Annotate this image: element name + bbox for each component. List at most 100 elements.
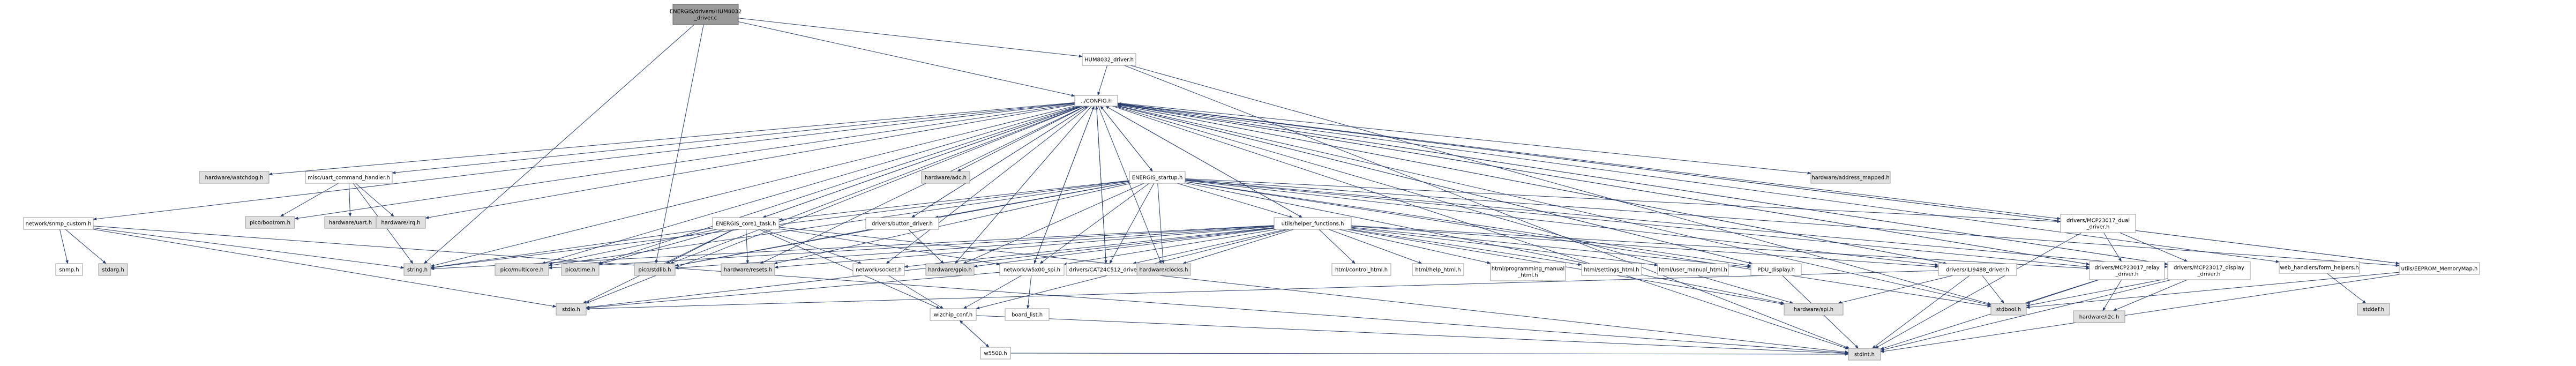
node-w5x00-box xyxy=(999,263,1065,276)
nodes-layer: ENERGIS/drivers/HUM8032_driver.cHUM8032_… xyxy=(23,4,2480,361)
edge-startup-to-stdbool xyxy=(1185,181,1991,308)
node-button[interactable]: drivers/button_driver.h xyxy=(865,217,939,230)
edge-core1-to-resets xyxy=(746,229,749,264)
node-help_html[interactable]: html/help_html.h xyxy=(1412,263,1464,276)
node-string-box xyxy=(403,263,431,276)
node-string[interactable]: string.h xyxy=(403,263,431,276)
node-wizchip-label-0: wizchip_conf.h xyxy=(934,312,972,318)
node-mcp_relay-label-0: drivers/MCP23017_relay xyxy=(2094,265,2159,271)
node-watchdog-box xyxy=(199,171,269,184)
node-watchdog-label-0: hardware/watchdog.h xyxy=(205,175,264,181)
node-stdio[interactable]: stdio.h xyxy=(556,303,587,316)
node-bootrom[interactable]: pico/bootrom.h xyxy=(245,216,295,229)
node-mcp_display[interactable]: drivers/MCP23017_display_driver.h xyxy=(2167,261,2251,280)
node-mcp_dual[interactable]: drivers/MCP23017_dual_driver.h xyxy=(2060,214,2136,233)
edge-config-to-clocks xyxy=(1098,106,1162,264)
edge-core1-to-string xyxy=(430,228,713,269)
node-uart[interactable]: hardware/uart.h xyxy=(324,216,377,229)
node-stdlib[interactable]: pico/stdlib.h xyxy=(634,263,676,276)
node-stdarg[interactable]: stdarg.h xyxy=(98,263,128,276)
node-root-label-0: ENERGIS/drivers/HUM8032 xyxy=(670,9,742,15)
edge-helper-to-ili9488 xyxy=(1351,226,1939,268)
node-settings_html[interactable]: html/settings_html.h xyxy=(1581,263,1642,276)
node-addrmap[interactable]: hardware/address_mapped.h xyxy=(1810,171,1891,184)
edge-config-to-bootrom xyxy=(294,103,1075,220)
node-w5500[interactable]: w5500.h xyxy=(980,347,1011,360)
node-cat24[interactable]: drivers/CAT24C512_driver.h xyxy=(1066,263,1147,276)
node-user_html[interactable]: html/user_manual_html.h xyxy=(1657,263,1729,276)
node-i2c[interactable]: hardware/i2c.h xyxy=(2073,310,2125,323)
node-resets-label-0: hardware/resets.h xyxy=(724,267,773,273)
node-control_html-box xyxy=(1331,263,1391,276)
node-ili9488[interactable]: drivers/ILI9488_driver.h xyxy=(1938,263,2017,276)
node-snmp-box xyxy=(55,263,83,276)
node-addrmap-box xyxy=(1810,171,1891,184)
edge-button-to-config xyxy=(911,106,1088,218)
node-startup[interactable]: ENERGIS_startup.h xyxy=(1129,171,1186,184)
edge-helper-to-prog_html xyxy=(1339,229,1491,264)
node-form_helpers[interactable]: web_handlers/form_helpers.h xyxy=(2279,261,2360,274)
node-w5500-label-0: w5500.h xyxy=(984,351,1007,357)
node-gpio-label-0: hardware/gpio.h xyxy=(928,267,971,273)
node-stdint-box xyxy=(1848,348,1881,361)
edge-startup-to-eeprom_map xyxy=(1185,179,2400,267)
edge-startup-to-clocks xyxy=(1157,183,1165,264)
node-snmp_custom[interactable]: network/snmp_custom.h xyxy=(23,217,94,230)
edge-pdu_display-to-config xyxy=(1117,105,1753,264)
node-socket[interactable]: network/socket.h xyxy=(852,263,905,276)
edge-mcp_display-to-config xyxy=(1117,103,2168,265)
node-irq[interactable]: hardware/irq.h xyxy=(376,216,426,229)
node-snmp[interactable]: snmp.h xyxy=(55,263,83,276)
node-board_list[interactable]: board_list.h xyxy=(1005,308,1050,321)
node-core1[interactable]: ENERGIS_core1_task.h xyxy=(712,217,780,230)
edge-config-to-multicore xyxy=(541,106,1079,264)
edge-ili9488-to-stdio xyxy=(586,270,1939,310)
node-hum_h[interactable]: HUM8032_driver.h xyxy=(1082,53,1136,66)
node-wizchip[interactable]: wizchip_conf.h xyxy=(930,308,977,321)
edge-helper-to-socket xyxy=(904,227,1275,268)
node-config[interactable]: ../CONFIG.h xyxy=(1074,95,1118,107)
node-stdbool[interactable]: stdbool.h xyxy=(1990,303,2027,316)
node-snmp_custom-box xyxy=(23,217,94,230)
node-helper[interactable]: utils/helper_functions.h xyxy=(1274,217,1352,230)
node-watchdog[interactable]: hardware/watchdog.h xyxy=(199,171,269,184)
node-gpio[interactable]: hardware/gpio.h xyxy=(925,263,975,276)
node-multicore[interactable]: pico/multicore.h xyxy=(495,263,549,276)
node-uart_cmd[interactable]: misc/uart_command_handler.h xyxy=(305,171,393,184)
node-stddef[interactable]: stddef.h xyxy=(2357,303,2390,316)
node-stdint[interactable]: stdint.h xyxy=(1848,348,1881,361)
node-stdint-label-0: stdint.h xyxy=(1854,352,1875,358)
edge-startup-to-config xyxy=(1100,106,1153,172)
edge-uart_cmd-to-irq xyxy=(355,183,394,217)
node-eeprom_map-box xyxy=(2399,262,2480,275)
edge-startup-to-pdu_display xyxy=(1185,181,1751,267)
edge-root-to-config xyxy=(738,21,1075,97)
node-prog_html[interactable]: html/programming_manual_html.h xyxy=(1490,262,1566,281)
node-pdu_display[interactable]: PDU_display.h xyxy=(1750,263,1802,276)
node-resets[interactable]: hardware/resets.h xyxy=(721,263,775,276)
node-control_html[interactable]: html/control_html.h xyxy=(1331,263,1391,276)
node-eeprom_map-label-0: utils/EEPROM_MemoryMap.h xyxy=(2401,266,2478,272)
node-clocks[interactable]: hardware/clocks.h xyxy=(1136,263,1191,276)
edge-helper-to-stdlib xyxy=(675,226,1275,270)
node-prog_html-box xyxy=(1490,262,1566,281)
node-adc[interactable]: hardware/adc.h xyxy=(921,171,970,184)
node-mcp_relay[interactable]: drivers/MCP23017_relay_driver.h xyxy=(2089,261,2165,280)
node-root[interactable]: ENERGIS/drivers/HUM8032_driver.c xyxy=(670,4,742,25)
edge-uart_cmd-to-uart xyxy=(348,183,352,217)
node-addrmap-label-0: hardware/address_mapped.h xyxy=(1811,175,1889,181)
edge-helper-to-pdu_display xyxy=(1351,227,1751,268)
node-helper-label-0: utils/helper_functions.h xyxy=(1282,221,1344,227)
node-w5x00[interactable]: network/w5x00_spi.h xyxy=(999,263,1065,276)
edge-ili9488-to-spi xyxy=(1837,275,1953,304)
node-picotime[interactable]: pico/time.h xyxy=(561,263,600,276)
node-spi[interactable]: hardware/spi.h xyxy=(1784,303,1844,316)
edge-root-to-hum_h xyxy=(738,18,1083,58)
node-control_html-label-0: html/control_html.h xyxy=(1335,267,1388,273)
node-stdbool-label-0: stdbool.h xyxy=(1996,307,2021,313)
node-stdlib-label-0: pico/stdlib.h xyxy=(638,267,671,273)
node-eeprom_map[interactable]: utils/EEPROM_MemoryMap.h xyxy=(2399,262,2480,275)
node-mcp_display-box xyxy=(2167,261,2251,280)
edge-button-to-gpio xyxy=(908,229,945,264)
